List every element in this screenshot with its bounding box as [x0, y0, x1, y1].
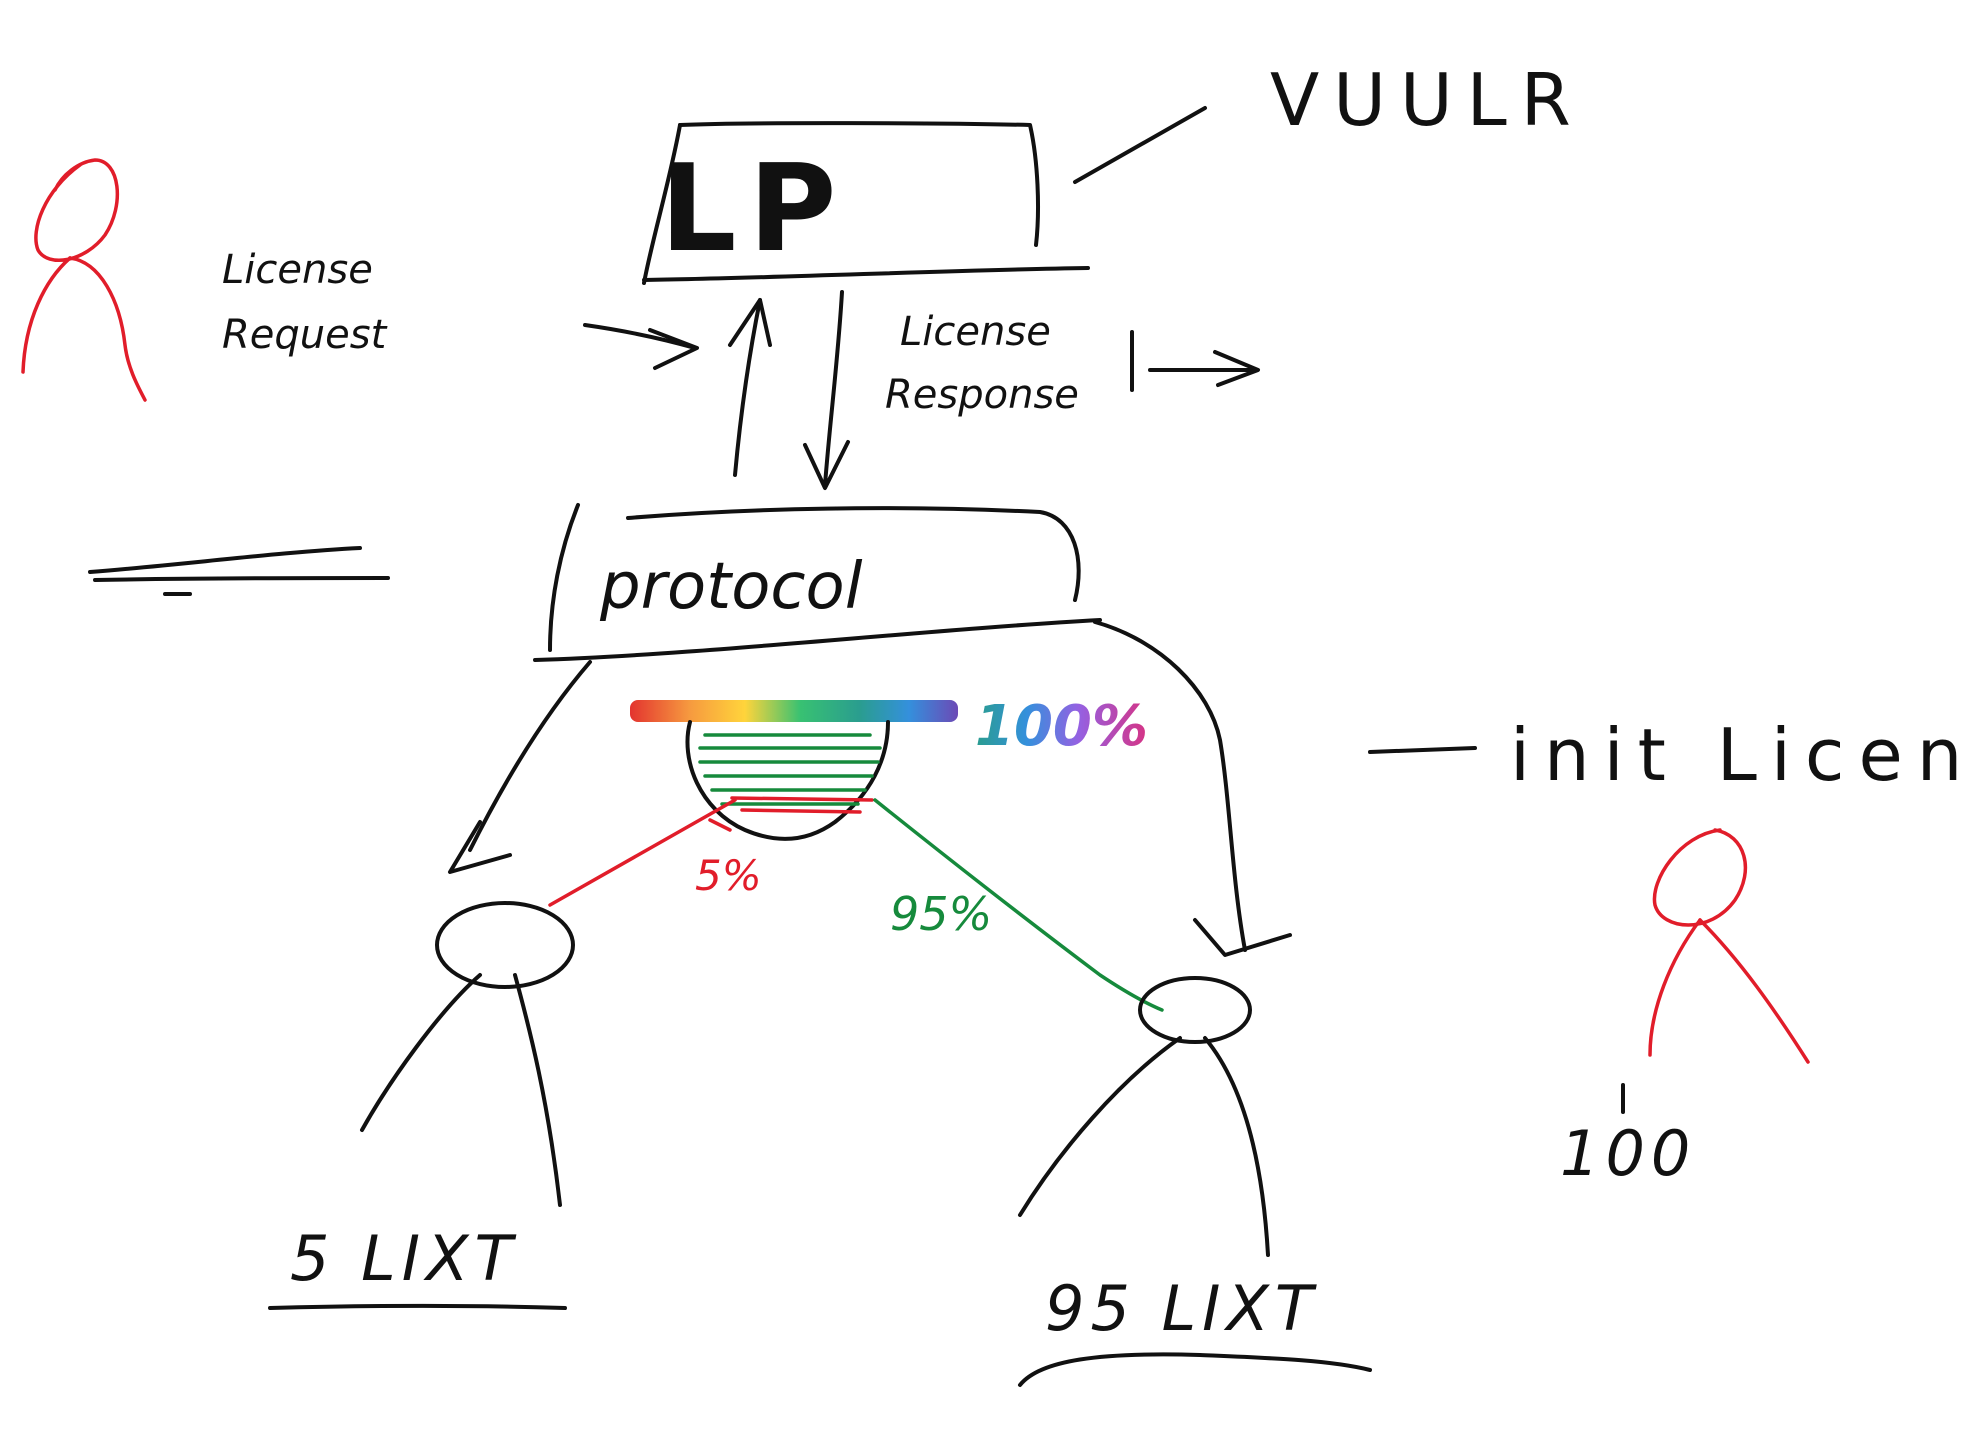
init-license-label: init License: [1510, 713, 1963, 797]
bowl-gauge: 100%: [630, 694, 1148, 841]
init-license-annotation: init License: [1368, 713, 1963, 797]
lp-box: LP: [642, 121, 1090, 285]
up-arrow: [728, 298, 772, 477]
bowl-green-fill: [698, 733, 882, 806]
license-request-line1: License: [222, 247, 373, 293]
left-node-label: 5 LIXT: [290, 1222, 518, 1295]
license-response-label: License Response: [885, 309, 1079, 418]
license-response-line1: License: [900, 309, 1051, 355]
right-share-line: 95%: [873, 798, 1164, 1012]
down-arrow: [803, 290, 850, 490]
left-branch-arrow: [448, 660, 592, 874]
right-percent-label: 95%: [890, 887, 992, 941]
left-person-icon: [21, 158, 147, 402]
right-node-icon: [1018, 976, 1270, 1257]
right-node-label: 95 LIXT: [1045, 1272, 1319, 1345]
license-request-label: License Request: [222, 247, 388, 358]
vuulr-label: VUULR: [1270, 58, 1585, 142]
left-node-icon: [360, 901, 575, 1207]
left-percent-label: 5%: [695, 851, 762, 900]
count-annotation: 100: [1560, 1083, 1696, 1190]
license-response-line2: Response: [885, 372, 1079, 418]
vuulr-pointer: VUULR: [1073, 58, 1585, 184]
full-percent-label: 100%: [975, 694, 1148, 759]
protocol-box: protocol: [533, 503, 1102, 662]
right-branch-arrow: [1093, 620, 1292, 957]
bowl-rainbow-rim: [630, 700, 958, 722]
right-person-icon: [1648, 828, 1810, 1064]
bowl-red-fill: [730, 796, 874, 814]
request-arrow: [583, 323, 699, 370]
lp-box-label: LP: [660, 140, 848, 279]
response-arrow: [1130, 330, 1260, 392]
left-share-line: 5%: [548, 798, 762, 907]
count-label: 100: [1560, 1117, 1696, 1190]
left-node-caption: 5 LIXT: [268, 1222, 567, 1310]
left-dash-lines: [88, 546, 390, 596]
protocol-label: protocol: [599, 550, 863, 624]
right-node-caption: 95 LIXT: [1018, 1272, 1372, 1387]
license-request-line2: Request: [222, 312, 388, 358]
